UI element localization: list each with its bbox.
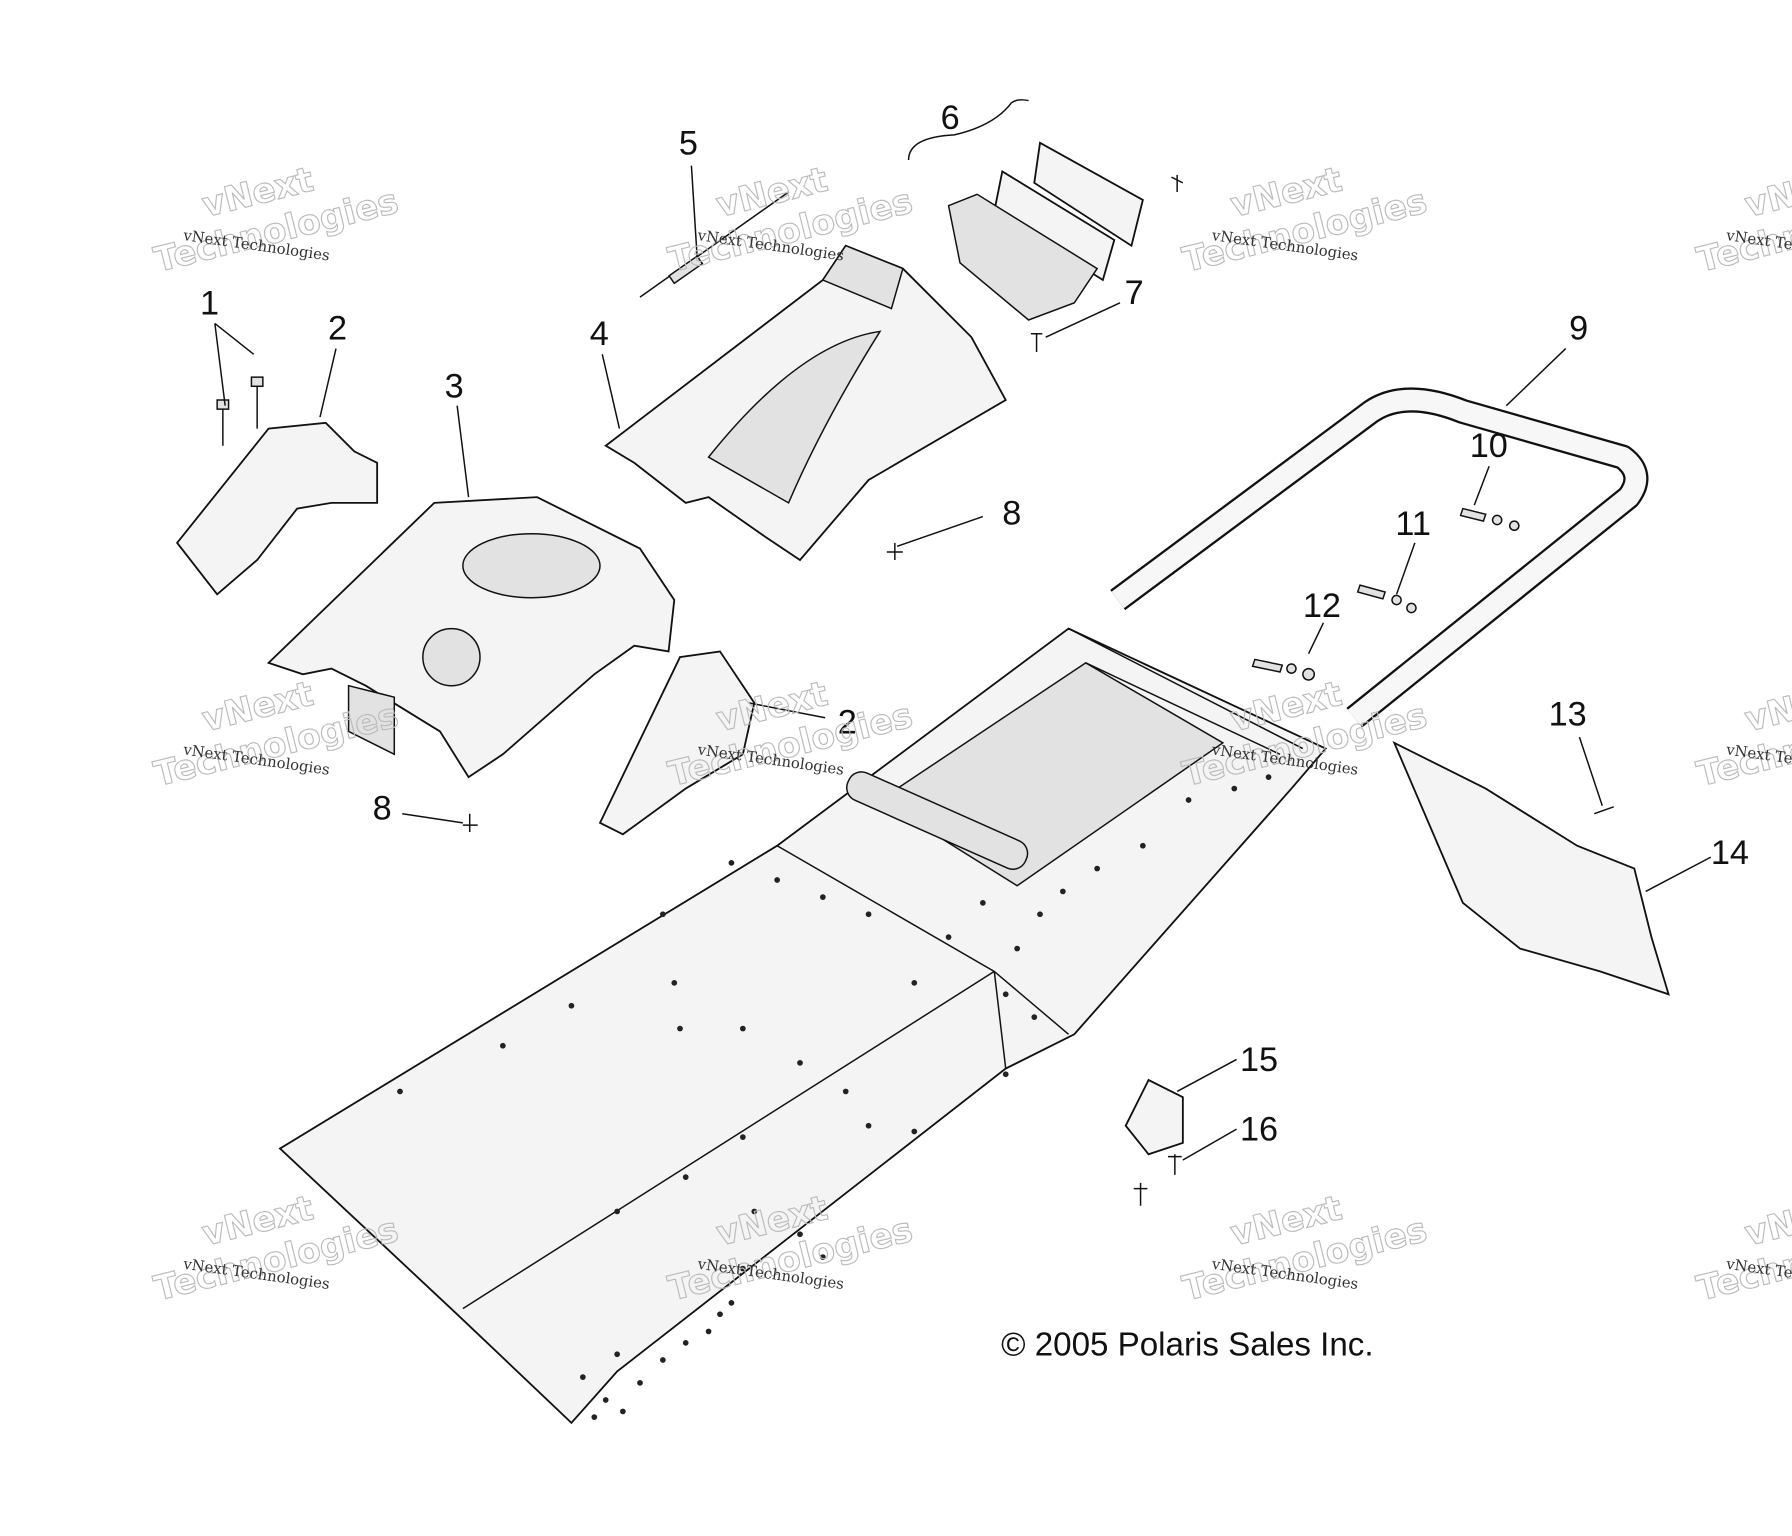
rivet-hole bbox=[1231, 785, 1238, 792]
rivet-hole bbox=[740, 1134, 746, 1140]
rivet-hole bbox=[865, 1122, 872, 1129]
callout-12: 12 bbox=[1303, 587, 1341, 625]
rivet-hole bbox=[1060, 888, 1066, 895]
rivet-hole bbox=[500, 1042, 506, 1049]
callout-8: 8 bbox=[1002, 495, 1021, 533]
rivet-hole bbox=[774, 877, 780, 883]
rivet-hole bbox=[842, 1088, 849, 1095]
rivet-hole bbox=[682, 1340, 689, 1346]
rivet-hole bbox=[980, 900, 986, 906]
callout-6: 6 bbox=[941, 99, 960, 137]
rivet-hole bbox=[682, 1174, 689, 1180]
callout-1: 1 bbox=[200, 284, 219, 322]
rivet-hole bbox=[1002, 991, 1009, 998]
part-9-grab-bar bbox=[1110, 387, 1649, 728]
rivet-hole bbox=[911, 1128, 918, 1135]
part-4-seat-base bbox=[604, 244, 1007, 562]
rivet-hole bbox=[1014, 945, 1020, 952]
rivet-hole bbox=[1265, 774, 1272, 780]
watermark-text: vNext bbox=[1741, 674, 1792, 740]
leader-lines bbox=[214, 165, 1712, 1161]
part-2-side-cover-left bbox=[175, 421, 379, 596]
rivet-hole bbox=[1140, 842, 1146, 849]
rivet-hole bbox=[717, 1311, 723, 1318]
copyright-text: © 2005 Polaris Sales Inc. bbox=[1001, 1326, 1373, 1363]
rivet-hole bbox=[568, 1002, 575, 1009]
watermark-text: vNext bbox=[1741, 1188, 1792, 1254]
fasteners bbox=[462, 174, 1614, 1206]
watermark-text: vNext bbox=[1741, 160, 1792, 226]
rivet-hole bbox=[728, 1300, 735, 1306]
rivet-hole bbox=[602, 1397, 609, 1403]
callout-labels: 1 2 2 3 4 5 6 7 8 8 9 10 11 12 13 14 15 … bbox=[200, 99, 1749, 1148]
rivet-hole bbox=[740, 1025, 746, 1032]
rivet-hole bbox=[637, 1380, 643, 1386]
callout-4: 4 bbox=[590, 315, 609, 353]
rivet-hole bbox=[820, 1254, 826, 1260]
tunnel-rivet-holes bbox=[397, 774, 1272, 1420]
rivet-hole bbox=[740, 1265, 746, 1272]
tunnel-chassis bbox=[278, 627, 1328, 1425]
rivet-hole bbox=[911, 980, 918, 986]
rivet-hole bbox=[660, 1357, 666, 1363]
rivet-hole bbox=[671, 980, 678, 986]
rivet-hole bbox=[865, 911, 872, 918]
callout-11: 11 bbox=[1395, 505, 1431, 543]
rivet-hole bbox=[705, 1328, 712, 1335]
callout-16: 16 bbox=[1240, 1111, 1278, 1149]
rivet-hole bbox=[1002, 1071, 1009, 1078]
callout-13: 13 bbox=[1549, 696, 1587, 734]
part-15-bracket bbox=[1124, 1078, 1184, 1156]
rivet-hole bbox=[1031, 1014, 1038, 1020]
callout-10: 10 bbox=[1470, 427, 1508, 465]
rivet-hole bbox=[797, 1060, 803, 1066]
part-2-side-cover-right bbox=[598, 650, 756, 836]
rivet-hole bbox=[728, 860, 735, 866]
rivet-hole bbox=[614, 1208, 620, 1215]
callout-2: 2 bbox=[838, 704, 857, 742]
rivet-hole bbox=[397, 1088, 403, 1095]
part-6-taillight bbox=[907, 99, 1144, 321]
rivet-hole bbox=[751, 1208, 758, 1215]
rivet-hole bbox=[945, 934, 952, 940]
part-14-snow-flap bbox=[1392, 740, 1670, 996]
rivet-hole bbox=[677, 1025, 683, 1032]
callout-14: 14 bbox=[1711, 834, 1749, 872]
rivet-hole bbox=[591, 1414, 598, 1420]
rivet-hole bbox=[620, 1408, 626, 1415]
rivet-hole bbox=[1037, 911, 1043, 918]
callout-7: 7 bbox=[1125, 274, 1144, 312]
callout-15: 15 bbox=[1240, 1041, 1278, 1079]
callout-5: 5 bbox=[679, 124, 698, 162]
rivet-hole bbox=[580, 1374, 586, 1380]
bolts-washers bbox=[1251, 507, 1520, 681]
part-1-bolts bbox=[216, 376, 264, 446]
rivet-hole bbox=[614, 1351, 620, 1358]
rivet-hole bbox=[1185, 797, 1192, 803]
rivet-hole bbox=[1094, 865, 1100, 872]
callout-8: 8 bbox=[373, 789, 392, 827]
rivet-hole bbox=[820, 894, 826, 900]
part-3-rear-cover bbox=[266, 496, 676, 779]
part-5-cable bbox=[639, 191, 790, 298]
callout-2: 2 bbox=[328, 309, 347, 347]
callout-3: 3 bbox=[445, 368, 464, 406]
callout-9: 9 bbox=[1569, 309, 1588, 347]
rivet-hole bbox=[660, 911, 666, 918]
rivet-hole bbox=[797, 1231, 803, 1238]
